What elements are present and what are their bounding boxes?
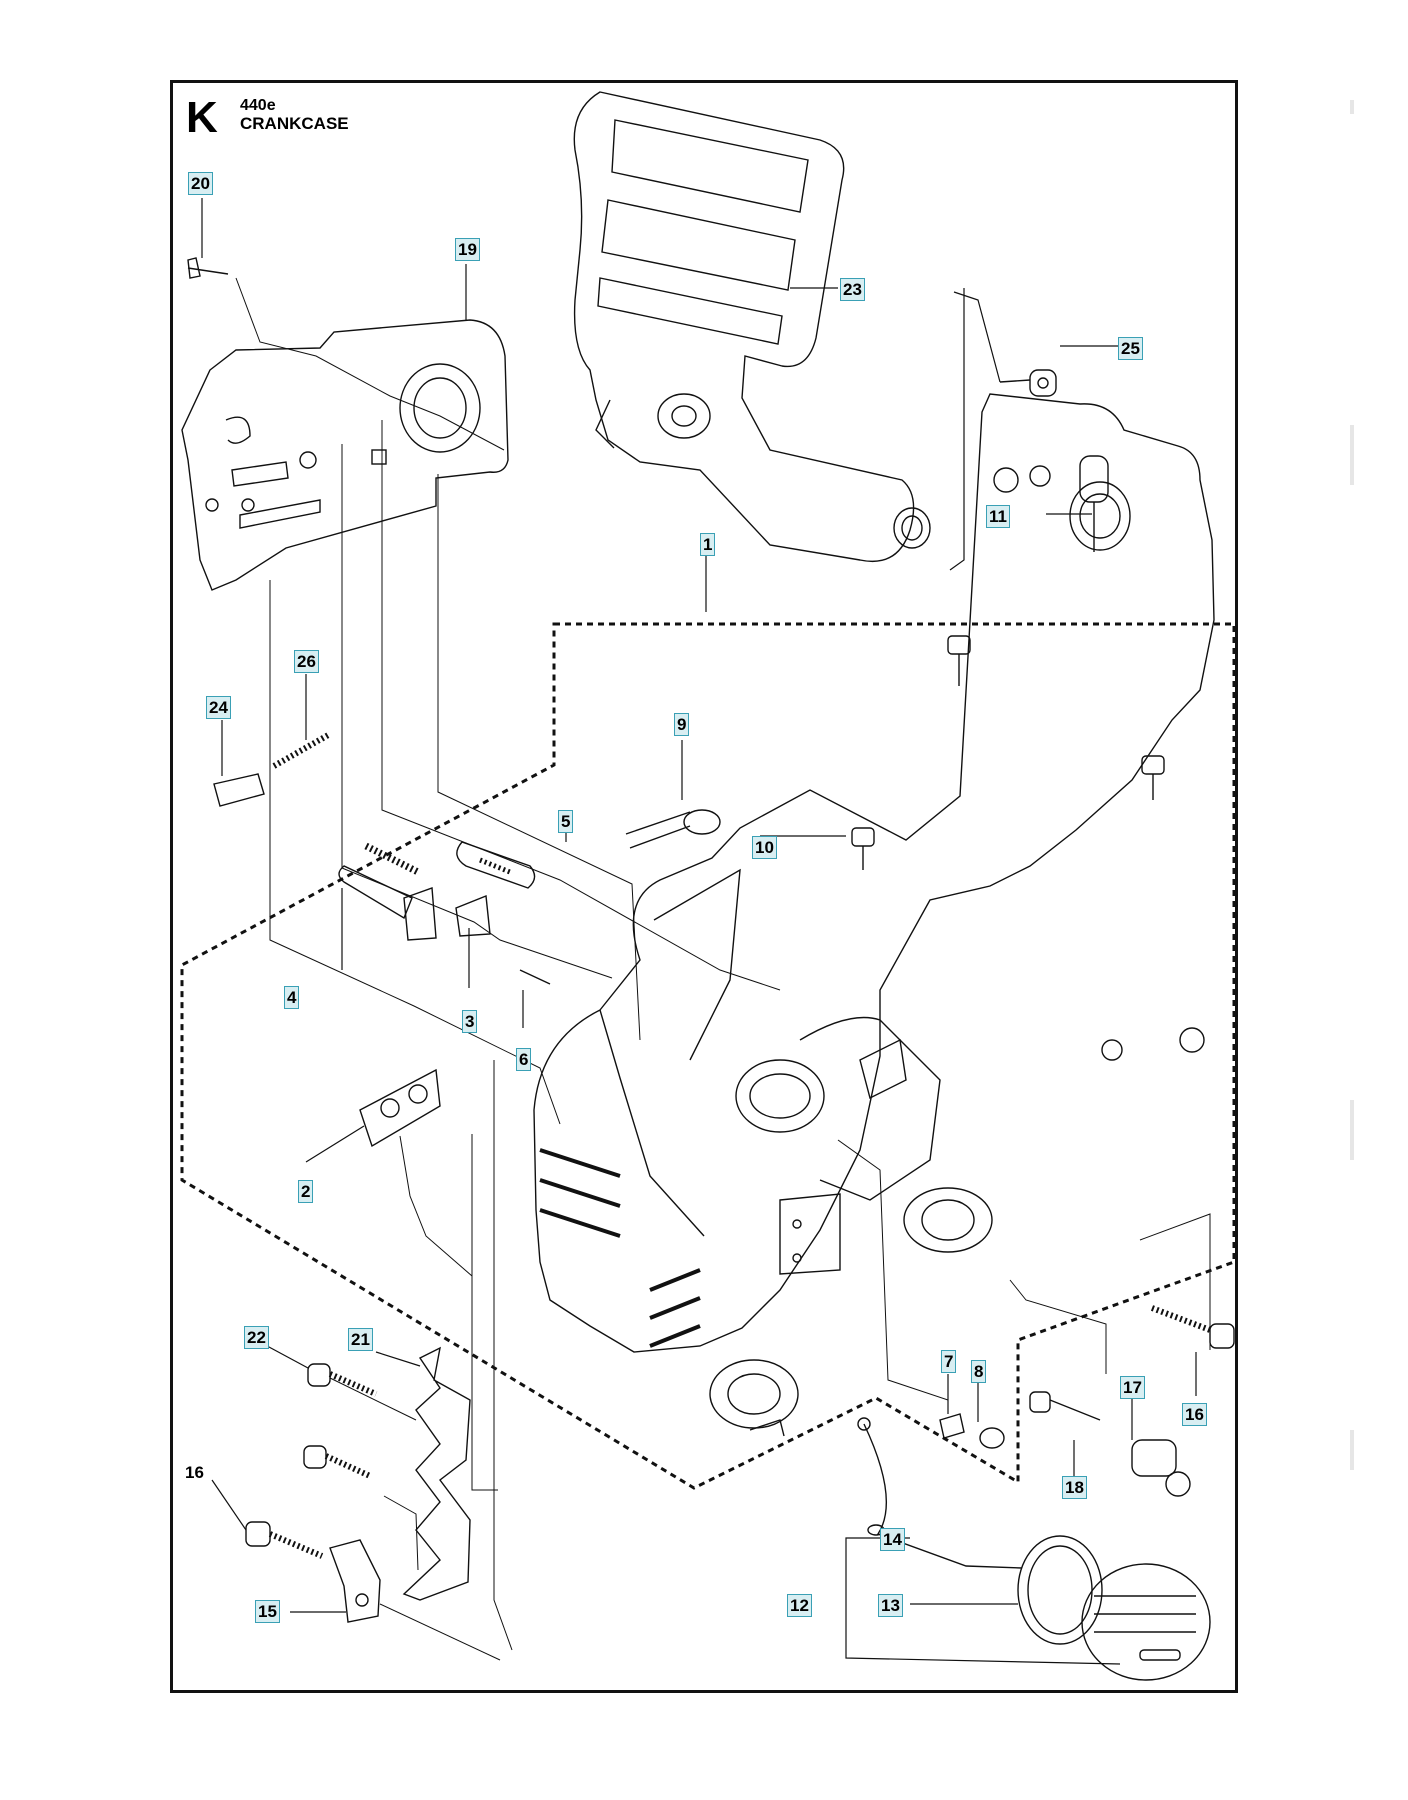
callout-16-left[interactable]: 16 xyxy=(185,1463,204,1482)
bolt-top xyxy=(947,635,971,686)
edge-mark xyxy=(1350,100,1354,114)
screw-9 xyxy=(625,809,721,849)
callout-22[interactable]: 22 xyxy=(244,1326,269,1349)
callout-20[interactable]: 20 xyxy=(188,172,213,195)
callout-21[interactable]: 21 xyxy=(348,1328,373,1351)
diagram-title: CRANKCASE xyxy=(240,114,349,133)
plate-2 xyxy=(359,1068,441,1148)
assembly-boundary xyxy=(180,622,1236,1490)
bracket-15 xyxy=(329,1539,381,1623)
edge-mark xyxy=(1350,1430,1354,1470)
section-letter: K xyxy=(186,93,218,142)
screw-7 xyxy=(939,1413,965,1439)
callout-13[interactable]: 13 xyxy=(878,1594,903,1617)
cap-12 xyxy=(1081,1563,1211,1681)
bolt-20 xyxy=(187,257,229,279)
bolt-22 xyxy=(307,1363,378,1397)
seal-ring-13 xyxy=(1017,1535,1103,1645)
callout-11[interactable]: 11 xyxy=(986,505,1010,528)
callout-2[interactable]: 2 xyxy=(298,1180,314,1203)
callout-14[interactable]: 14 xyxy=(880,1528,905,1551)
callout-23[interactable]: 23 xyxy=(840,278,865,301)
callout-6[interactable]: 6 xyxy=(516,1048,532,1071)
side-plate xyxy=(181,319,509,591)
bolt-mid-left xyxy=(303,1445,372,1479)
callout-16[interactable]: 16 xyxy=(1182,1403,1207,1426)
callout-4[interactable]: 4 xyxy=(284,986,300,1009)
callout-10[interactable]: 10 xyxy=(752,836,777,859)
callout-3[interactable]: 3 xyxy=(462,1010,478,1033)
bumper-spike-21 xyxy=(402,1346,471,1601)
callout-15[interactable]: 15 xyxy=(255,1600,280,1623)
bolt-25 xyxy=(999,369,1057,397)
sensor-11 xyxy=(1079,455,1109,552)
callout-7[interactable]: 7 xyxy=(941,1350,957,1373)
bolt-16-left xyxy=(245,1521,324,1559)
callout-24[interactable]: 24 xyxy=(206,696,231,719)
plug-17 xyxy=(1131,1439,1191,1497)
callout-26[interactable]: 26 xyxy=(294,650,319,673)
stud-3 xyxy=(364,842,491,937)
bolt-right-top xyxy=(1141,755,1165,800)
callout-19[interactable]: 19 xyxy=(455,238,480,261)
edge-mark xyxy=(1350,425,1354,485)
callout-8[interactable]: 8 xyxy=(971,1360,987,1383)
callout-18[interactable]: 18 xyxy=(1062,1476,1087,1499)
callout-1[interactable]: 1 xyxy=(700,533,716,556)
crankcase-body xyxy=(533,393,1215,1437)
spring-26 xyxy=(272,731,332,769)
edge-mark xyxy=(1350,1100,1354,1160)
callout-12[interactable]: 12 xyxy=(787,1594,812,1617)
callout-17[interactable]: 17 xyxy=(1120,1376,1145,1399)
bolt-10 xyxy=(851,827,875,870)
spring-5 xyxy=(456,841,536,889)
chain-brake-guard xyxy=(573,91,931,562)
callout-25[interactable]: 25 xyxy=(1118,337,1143,360)
bolt-18 xyxy=(1029,1391,1101,1421)
stud-4 xyxy=(338,865,437,941)
callout-9[interactable]: 9 xyxy=(674,713,690,736)
plug-8 xyxy=(979,1427,1005,1449)
callout-5[interactable]: 5 xyxy=(558,810,574,833)
bolt-16-right xyxy=(1150,1305,1235,1349)
buffer-24 xyxy=(213,773,265,807)
pin-6 xyxy=(519,969,551,985)
diagram-frame xyxy=(170,80,1238,1693)
model-name: 440e xyxy=(240,97,276,114)
